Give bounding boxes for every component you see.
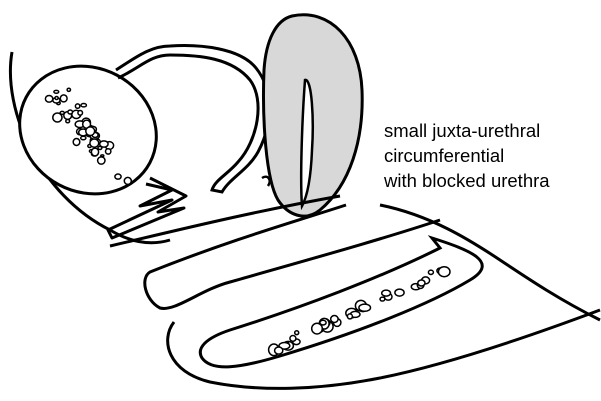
- stone: [115, 174, 121, 179]
- caption-line-1: small juxta-urethral: [384, 118, 550, 143]
- stone: [73, 139, 80, 146]
- lower-long-organ: [200, 238, 482, 367]
- caption-line-2: circumferential: [384, 143, 550, 168]
- stone: [55, 96, 58, 99]
- stone: [359, 304, 371, 311]
- stone: [98, 157, 105, 164]
- stone: [382, 290, 391, 296]
- stone: [60, 95, 67, 102]
- stone: [275, 347, 283, 354]
- stone: [347, 314, 352, 319]
- stone: [90, 139, 99, 147]
- stone: [418, 280, 425, 286]
- stone: [86, 127, 95, 136]
- stone: [100, 141, 108, 147]
- stone: [81, 104, 86, 107]
- stone: [380, 297, 385, 301]
- stone: [78, 110, 83, 115]
- stone: [81, 136, 86, 139]
- stone: [295, 331, 299, 335]
- stone: [124, 177, 131, 184]
- stone: [428, 270, 433, 274]
- small-curl: [262, 177, 270, 186]
- stone: [331, 316, 338, 323]
- stone: [45, 95, 52, 102]
- caption-line-3: with blocked urethra: [384, 168, 550, 193]
- stone: [290, 336, 296, 342]
- stone: [312, 323, 323, 334]
- stone: [68, 110, 73, 114]
- stone: [106, 149, 111, 154]
- stone: [395, 289, 404, 296]
- stone: [54, 90, 59, 93]
- diagram-caption: small juxta-urethral circumferential wit…: [384, 118, 550, 193]
- stone: [75, 104, 79, 108]
- stone: [438, 267, 450, 277]
- stone: [67, 88, 70, 91]
